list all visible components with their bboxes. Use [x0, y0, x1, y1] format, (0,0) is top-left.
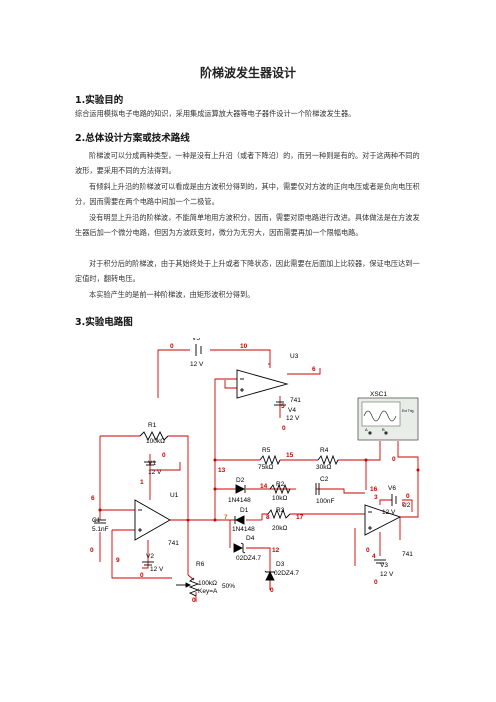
node-label: 17: [296, 514, 304, 521]
node-label: 0: [192, 597, 196, 604]
node-label: 13: [218, 467, 226, 474]
v4-value: 12 V: [286, 415, 300, 422]
node-label: 0: [374, 579, 378, 586]
r4-value: 30kΩ: [316, 464, 331, 471]
node-label: 6: [91, 495, 95, 502]
node-label: 0: [366, 547, 370, 554]
d1-model: 1N4148: [232, 526, 255, 533]
r6-percent: 50%: [222, 583, 235, 590]
v4-name: V4: [288, 407, 296, 414]
v2-name: V2: [146, 553, 154, 560]
r3-value: 20kΩ: [272, 525, 287, 532]
d1-name: D1: [240, 507, 249, 514]
v3-name: V3: [380, 562, 388, 569]
d3-name: D3: [276, 561, 285, 568]
paragraph: 没有明显上升沿的阶梯波，不能简单地用方波积分，因而，需要对原电路进行改进。具体做…: [75, 213, 420, 237]
node-label: 0: [270, 587, 274, 594]
node-label: 2: [402, 502, 405, 508]
r1-name: R1: [148, 422, 157, 429]
v5-name: V5: [192, 338, 200, 342]
document-title: 阶梯波发生器设计: [199, 66, 296, 80]
circuit-junctions: [98, 458, 420, 522]
paragraph: 综合运用模拟电子电路的知识，采用集成运算放大器等电子器件设计一个阶梯波发生器。: [75, 109, 356, 118]
paragraph: 有倾斜上升沿的阶梯波可以看成是由方波积分得到的，其中，需要仅对方波的正向电压或者…: [75, 182, 420, 206]
circuit-components: [94, 344, 402, 597]
c2-value: 100nF: [316, 498, 334, 505]
node-label: 0: [282, 425, 286, 432]
c2-name: C2: [320, 476, 329, 483]
node-label: 0: [392, 456, 396, 463]
paragraph: 本实验产生的是前一种阶梯波，由矩形波积分得到。: [89, 290, 255, 299]
node-label: 5: [281, 403, 285, 410]
node-label: 12: [272, 547, 280, 554]
node-label: 8: [266, 514, 270, 521]
d4-name: D4: [246, 535, 255, 542]
node-label: 7: [224, 514, 228, 521]
c1-name: C1: [92, 517, 101, 524]
r5-value: 75kΩ: [258, 464, 273, 471]
u2-name: U2: [402, 502, 411, 509]
r5-name: R5: [262, 447, 271, 454]
c1-value: 5.1nF: [92, 526, 109, 533]
v6-value: 12 V: [382, 509, 396, 516]
node-label: 9: [116, 557, 120, 564]
d4-model: 02DZ4.7: [236, 555, 261, 562]
paragraph: 阶梯波可以分成两种类型，一种是没有上升沿（或者下降沿）的，而另一种则是有的。对于…: [75, 151, 420, 175]
node-label: 0: [140, 572, 144, 579]
node-label: 0: [162, 452, 166, 459]
circuit-diagram: V5 12 V U3 741 V4 12 V XSC1 Ext Trig A B…: [90, 338, 420, 604]
d2-name: D2: [236, 477, 245, 484]
r6-name: R6: [196, 561, 205, 568]
r2-name: R2: [276, 481, 285, 488]
scope-pin-a: A: [365, 427, 368, 432]
section-heading-circuit: 3.实验电路图: [75, 317, 133, 328]
r1-value: 100kΩ: [146, 438, 165, 445]
xsc1-ext-trig: Ext Trig: [402, 409, 414, 413]
node-label: 6: [312, 366, 316, 373]
xsc1-name: XSC1: [370, 391, 387, 398]
u2-model: 741: [402, 551, 413, 558]
node-label: 0: [170, 343, 174, 350]
u3-name: U3: [290, 353, 299, 360]
node-label: 15: [286, 452, 294, 459]
v1-name: V1: [148, 460, 156, 467]
node-label: 1: [140, 479, 144, 486]
scope-pin-b: B: [382, 427, 385, 432]
paragraph: 对于积分后的阶梯波，由于其始终处于上升或者下降状态，因此需要在后面加上比较器，保…: [75, 259, 420, 283]
v6-name: V6: [388, 485, 396, 492]
oscilloscope: [357, 397, 419, 441]
v2-value: 12 V: [150, 566, 164, 573]
node-label: 10: [240, 343, 248, 350]
section-heading-purpose: 1.实验目的: [75, 95, 124, 106]
node-label: 4: [372, 553, 376, 560]
node-label: 0: [90, 547, 94, 554]
r4-name: R4: [320, 447, 329, 454]
v1-value: 12 V: [148, 469, 162, 476]
r3-name: R3: [276, 507, 285, 514]
r2-value: 10kΩ: [272, 495, 287, 502]
v5-value: 12 V: [190, 361, 204, 368]
u3-model: 741: [290, 397, 301, 404]
d2-model: 1N4148: [228, 497, 251, 504]
r6-value: 100kΩ: [198, 580, 217, 587]
section-heading-design: 2.总体设计方案或技术路线: [75, 133, 190, 144]
v3-value: 12 V: [380, 571, 394, 578]
node-label: 16: [370, 486, 378, 493]
d3-model: 02DZ4.7: [274, 570, 299, 577]
node-label: 14: [260, 483, 268, 490]
r6-key: Key=A: [198, 588, 218, 595]
u1-model: 741: [168, 540, 179, 547]
node-label: 3: [374, 494, 378, 501]
node-label: 0: [406, 493, 410, 500]
u1-name: U1: [170, 492, 179, 499]
